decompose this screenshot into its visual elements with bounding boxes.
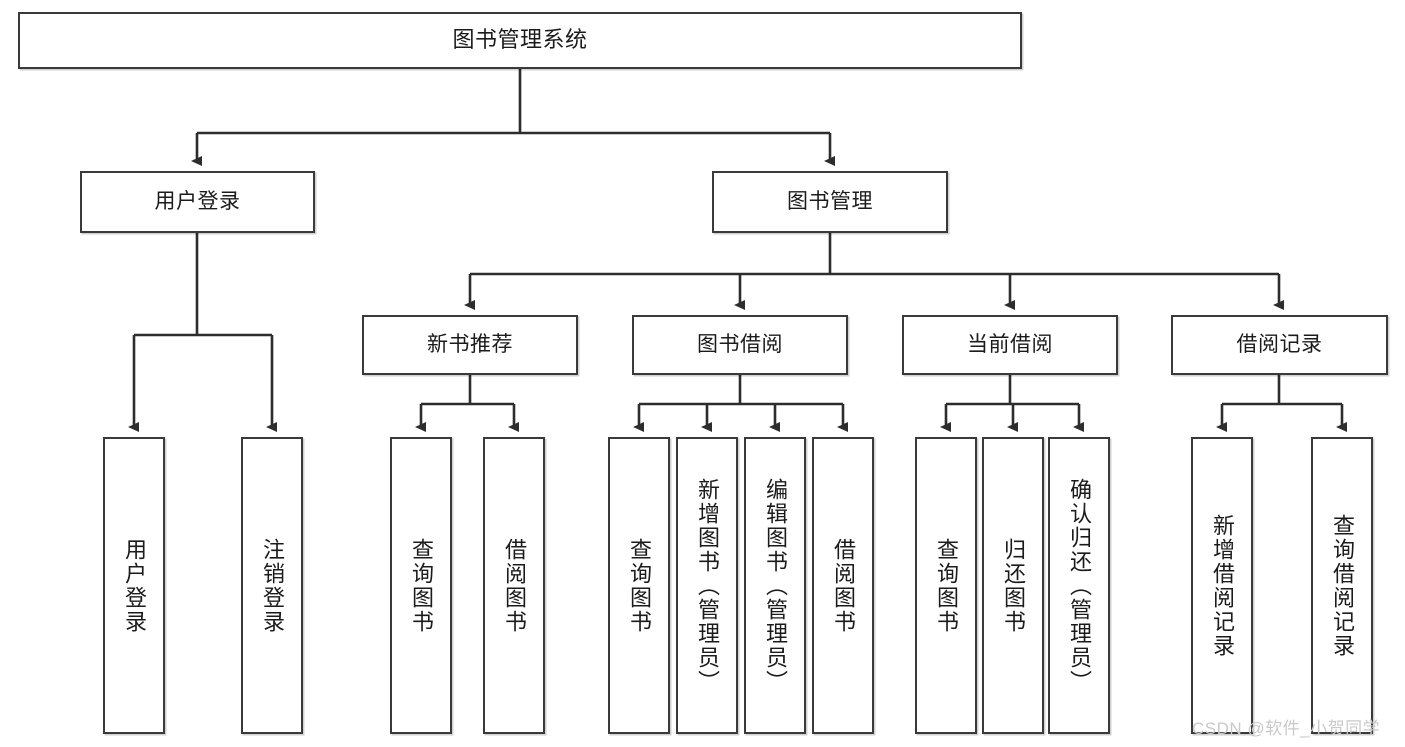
node-book-borrow[interactable]: 图书借阅 [632, 315, 848, 375]
node-leaf-query-book-2[interactable]: 查询图书 [608, 437, 670, 734]
node-leaf-add-book-label: 新增图书（管理员） [695, 477, 720, 694]
node-borrow-record-label: 借阅记录 [1236, 333, 1323, 357]
node-leaf-confirm-return-label: 确认归还（管理员） [1067, 477, 1092, 694]
node-leaf-borrow-book-2-label: 借阅图书 [831, 537, 856, 634]
node-leaf-query-book-3-label: 查询图书 [934, 537, 959, 634]
node-leaf-query-book-1-label: 查询图书 [409, 537, 434, 634]
node-leaf-query-book-1[interactable]: 查询图书 [390, 437, 452, 734]
node-current-borrow[interactable]: 当前借阅 [902, 315, 1118, 375]
node-leaf-query-record[interactable]: 查询借阅记录 [1311, 437, 1373, 734]
node-leaf-add-record-label: 新增借阅记录 [1210, 513, 1235, 658]
node-leaf-user-login[interactable]: 用户登录 [103, 437, 165, 734]
node-leaf-query-book-3[interactable]: 查询图书 [915, 437, 977, 734]
node-leaf-borrow-book-2[interactable]: 借阅图书 [812, 437, 874, 734]
node-leaf-add-record[interactable]: 新增借阅记录 [1191, 437, 1253, 734]
node-leaf-logout[interactable]: 注销登录 [241, 437, 303, 734]
node-leaf-user-login-label: 用户登录 [122, 537, 147, 634]
node-leaf-add-book[interactable]: 新增图书（管理员） [676, 437, 738, 734]
node-leaf-return-book[interactable]: 归还图书 [982, 437, 1044, 734]
node-leaf-edit-book[interactable]: 编辑图书（管理员） [744, 437, 806, 734]
node-book-manage-label: 图书管理 [787, 190, 873, 214]
node-new-book-recommend[interactable]: 新书推荐 [362, 315, 578, 375]
node-leaf-confirm-return[interactable]: 确认归还（管理员） [1048, 437, 1110, 734]
node-book-borrow-label: 图书借阅 [697, 333, 783, 357]
node-user-login-label: 用户登录 [154, 190, 241, 214]
node-book-manage[interactable]: 图书管理 [712, 171, 948, 233]
node-leaf-borrow-book-1[interactable]: 借阅图书 [483, 437, 545, 734]
node-root-label: 图书管理系统 [452, 27, 588, 53]
node-leaf-logout-label: 注销登录 [260, 537, 285, 634]
node-current-borrow-label: 当前借阅 [967, 333, 1053, 357]
node-user-login[interactable]: 用户登录 [80, 171, 315, 233]
node-root[interactable]: 图书管理系统 [18, 12, 1022, 69]
node-leaf-edit-book-label: 编辑图书（管理员） [763, 477, 788, 694]
node-new-book-recommend-label: 新书推荐 [427, 333, 513, 357]
node-leaf-query-record-label: 查询借阅记录 [1330, 513, 1355, 658]
node-leaf-return-book-label: 归还图书 [1001, 537, 1026, 634]
node-leaf-borrow-book-1-label: 借阅图书 [502, 537, 527, 634]
node-leaf-query-book-2-label: 查询图书 [627, 537, 652, 634]
node-borrow-record[interactable]: 借阅记录 [1171, 315, 1388, 375]
